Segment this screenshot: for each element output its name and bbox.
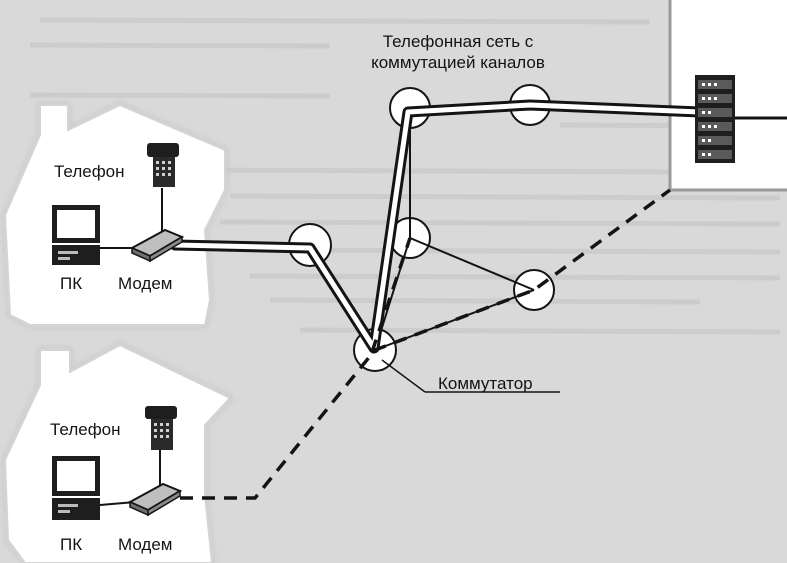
fax-phone-icon [147, 143, 179, 187]
pc-icon [52, 205, 100, 265]
server-icon [695, 75, 735, 163]
house-top-modem-label: Модем [118, 274, 173, 293]
active-circuit [169, 99, 706, 354]
switch-label-leader [381, 359, 426, 393]
house-bottom [2, 342, 234, 563]
house-bottom-modem-label: Модем [118, 535, 173, 554]
network-title-line1: Телефонная сеть с [382, 32, 534, 51]
network-title-line2: коммутацией каналов [371, 53, 545, 72]
house-top-phone-label: Телефон [54, 162, 125, 181]
switch-label: Коммутатор [438, 374, 533, 393]
house-bottom-devices [52, 406, 183, 520]
pc-icon [52, 456, 100, 520]
modem-icon [129, 228, 185, 263]
fax-phone-icon [145, 406, 177, 450]
network-title: Телефонная сеть с коммутацией каналов [318, 31, 598, 73]
house-bottom-pc-label: ПК [60, 535, 83, 554]
modem-icon [127, 482, 183, 517]
dashed-circuit [180, 188, 672, 500]
house-top-devices [52, 143, 185, 265]
house-top [2, 102, 227, 327]
house-bottom-phone-label: Телефон [50, 420, 121, 439]
house-top-pc-label: ПК [60, 274, 83, 293]
